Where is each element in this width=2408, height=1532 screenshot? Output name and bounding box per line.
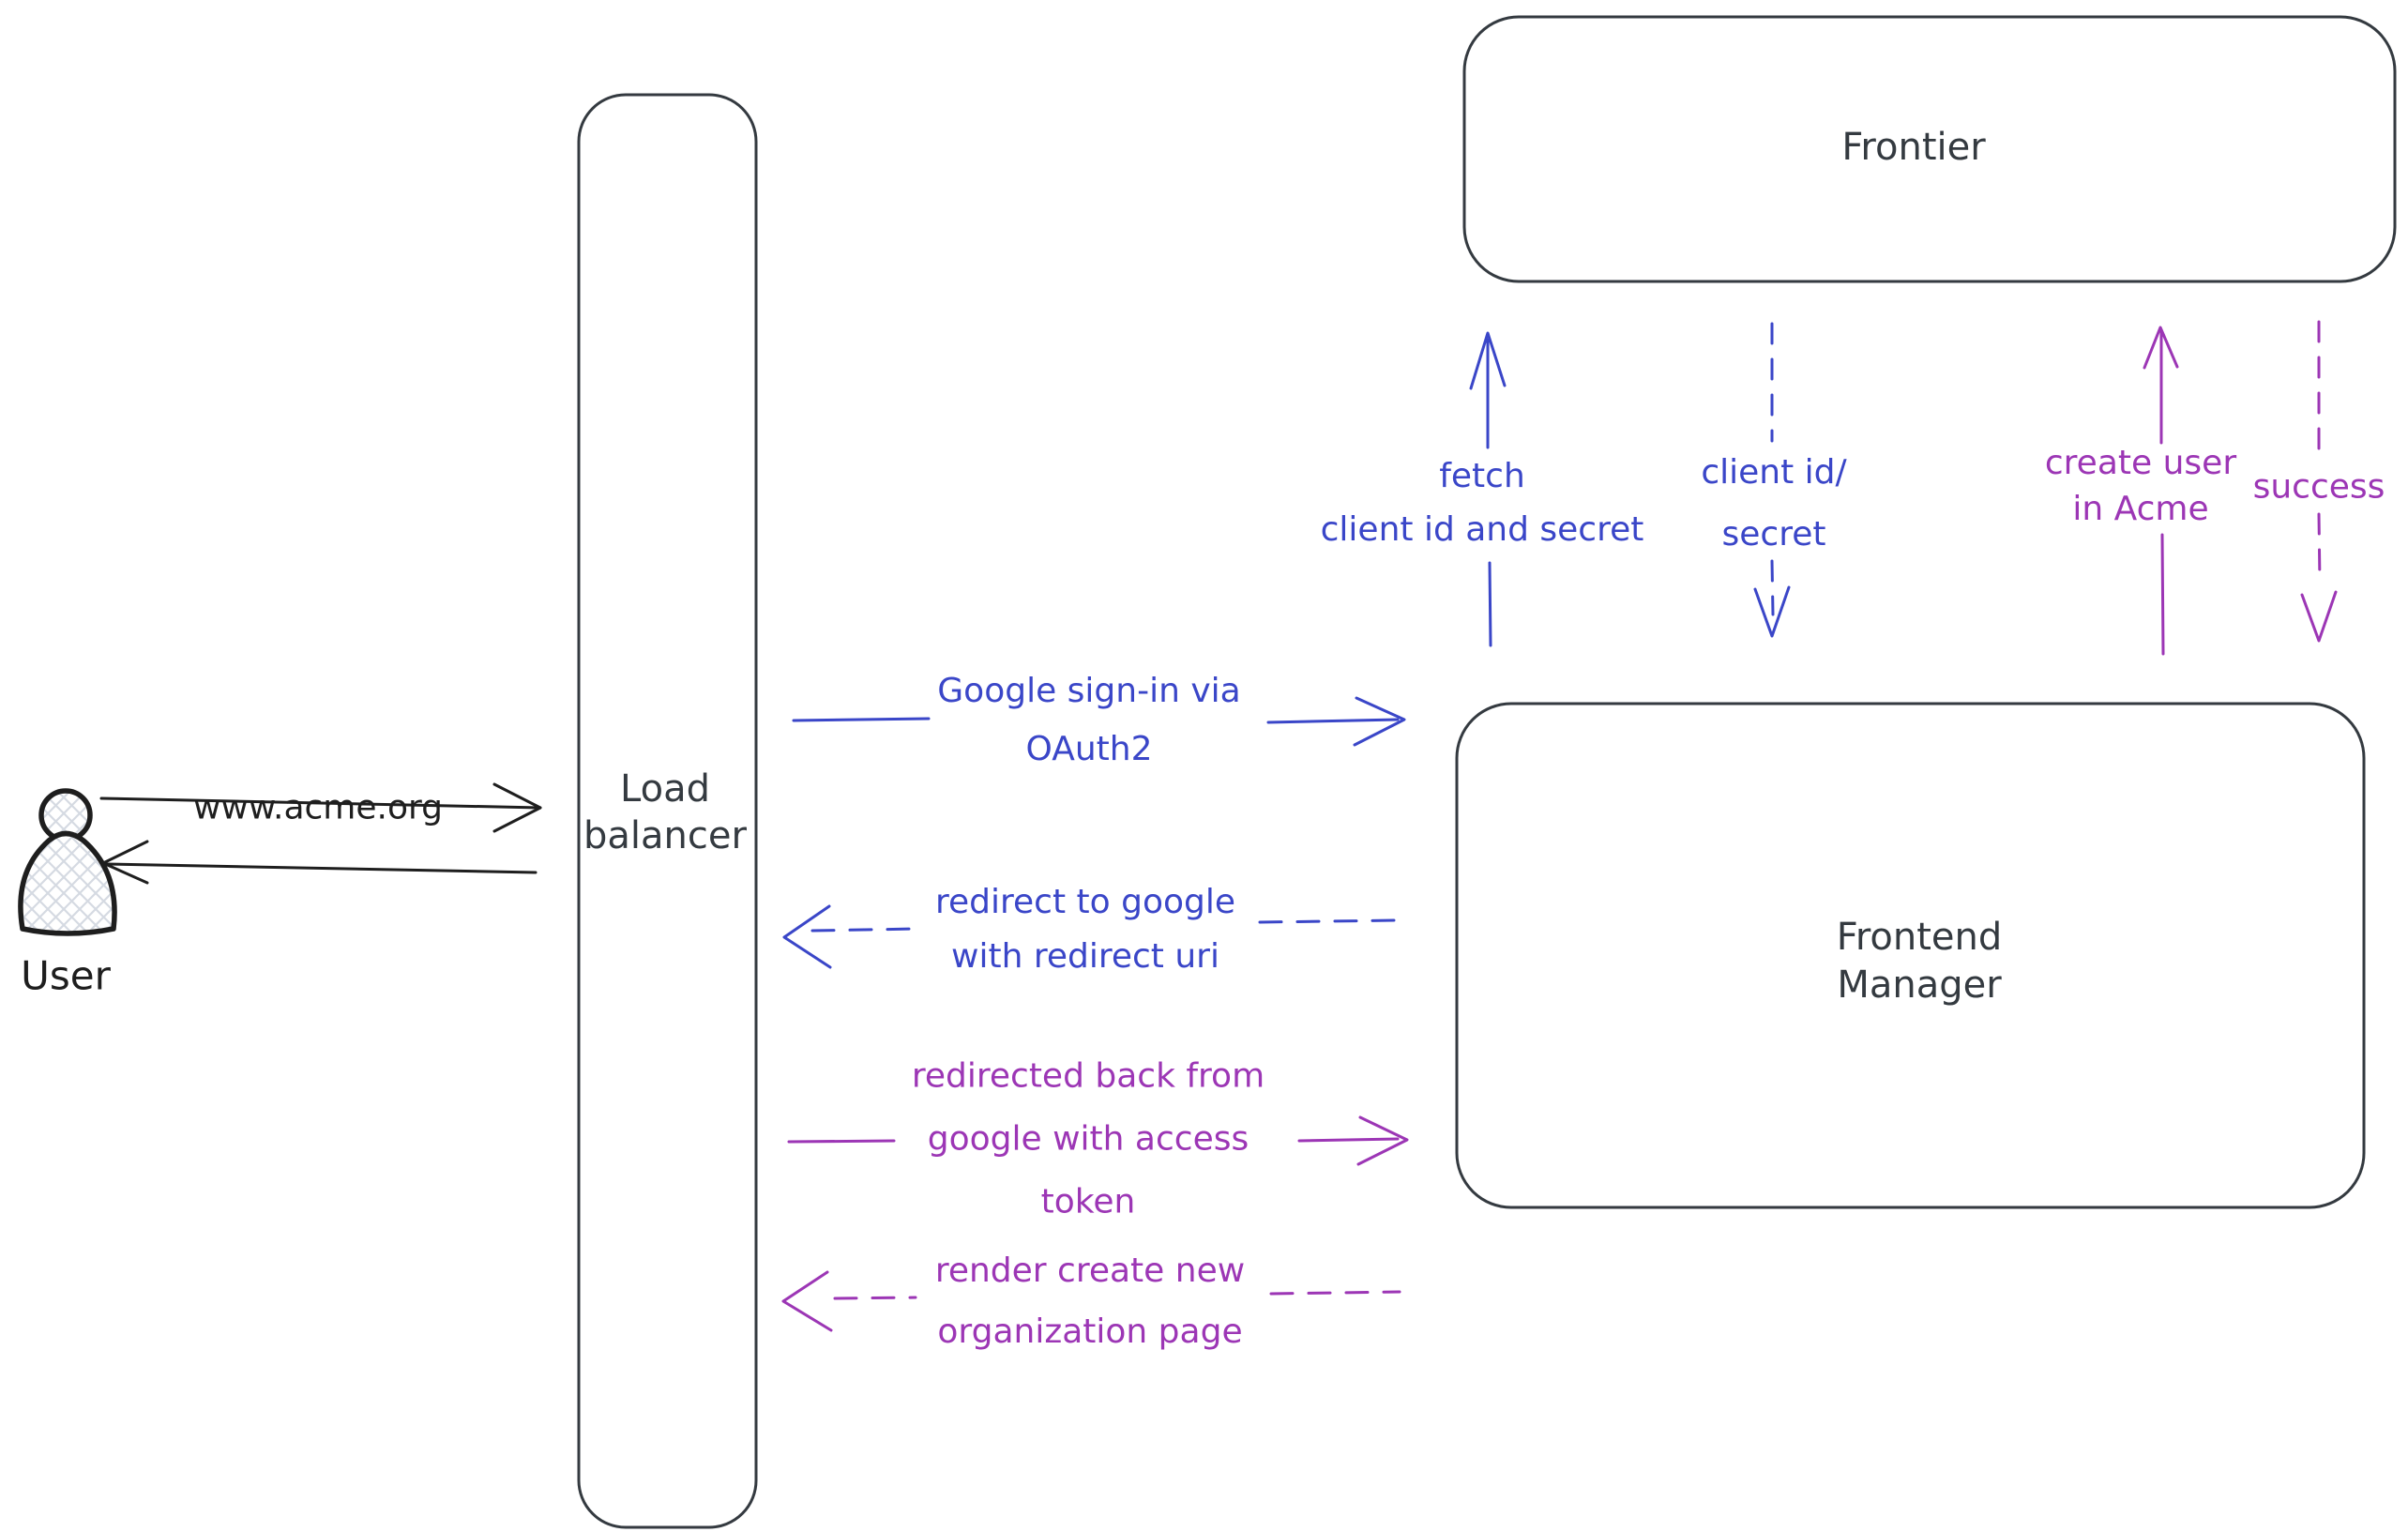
lb-to-user-arrow bbox=[101, 840, 538, 885]
fetch-secret-arrow bbox=[1469, 331, 1507, 647]
success-label: success bbox=[2252, 467, 2385, 507]
frontier-label: Frontier bbox=[1841, 126, 1986, 169]
google-signin-label: Google sign-in via OAuth2 bbox=[937, 672, 1241, 768]
render-page-label: render create new organization page bbox=[934, 1251, 1246, 1351]
redirected-back-label: redirected back from google with access … bbox=[911, 1056, 1265, 1221]
success-arrowhead bbox=[2300, 590, 2338, 643]
render-page-arrow bbox=[781, 1270, 1401, 1332]
user-body-icon bbox=[18, 830, 117, 936]
frontend-manager-label: Frontend Manager bbox=[1836, 916, 2003, 1007]
client-id-arrowhead bbox=[1753, 585, 1791, 638]
create-user-arrow bbox=[2143, 326, 2179, 656]
load-balancer-label: Load balancer bbox=[583, 767, 747, 857]
load-balancer-box bbox=[577, 93, 758, 1529]
frontier-box bbox=[1462, 15, 2397, 283]
google-signin-arrowhead bbox=[1353, 696, 1406, 747]
client-id-label: client id/ secret bbox=[1701, 453, 1847, 554]
lb-to-user-arrowhead bbox=[101, 840, 149, 885]
redirect-arrowhead bbox=[782, 904, 832, 969]
fetch-secret-arrowhead bbox=[1469, 331, 1507, 390]
user-to-lb-arrowhead bbox=[492, 782, 542, 833]
user-icon bbox=[18, 788, 117, 936]
redirect-arrow bbox=[782, 904, 1397, 969]
create-user-label: create user in Acme bbox=[2044, 444, 2237, 528]
fetch-secret-label: fetch client id and secret bbox=[1320, 457, 1644, 549]
redirected-back-arrow bbox=[787, 1115, 1409, 1166]
google-signin-arrow bbox=[792, 696, 1406, 747]
redirected-back-arrowhead bbox=[1356, 1115, 1409, 1166]
redirect-label: redirect to google with redirect uri bbox=[934, 883, 1236, 976]
render-page-arrowhead bbox=[781, 1270, 833, 1332]
user-to-lb-arrow bbox=[99, 782, 542, 833]
success-arrow bbox=[2300, 320, 2338, 643]
www-acme-label: www.acme.org bbox=[192, 788, 444, 827]
user-label: User bbox=[21, 952, 111, 999]
client-id-arrow bbox=[1753, 322, 1791, 638]
frontend-manager-box bbox=[1455, 702, 2366, 1209]
create-user-arrowhead bbox=[2143, 326, 2179, 370]
